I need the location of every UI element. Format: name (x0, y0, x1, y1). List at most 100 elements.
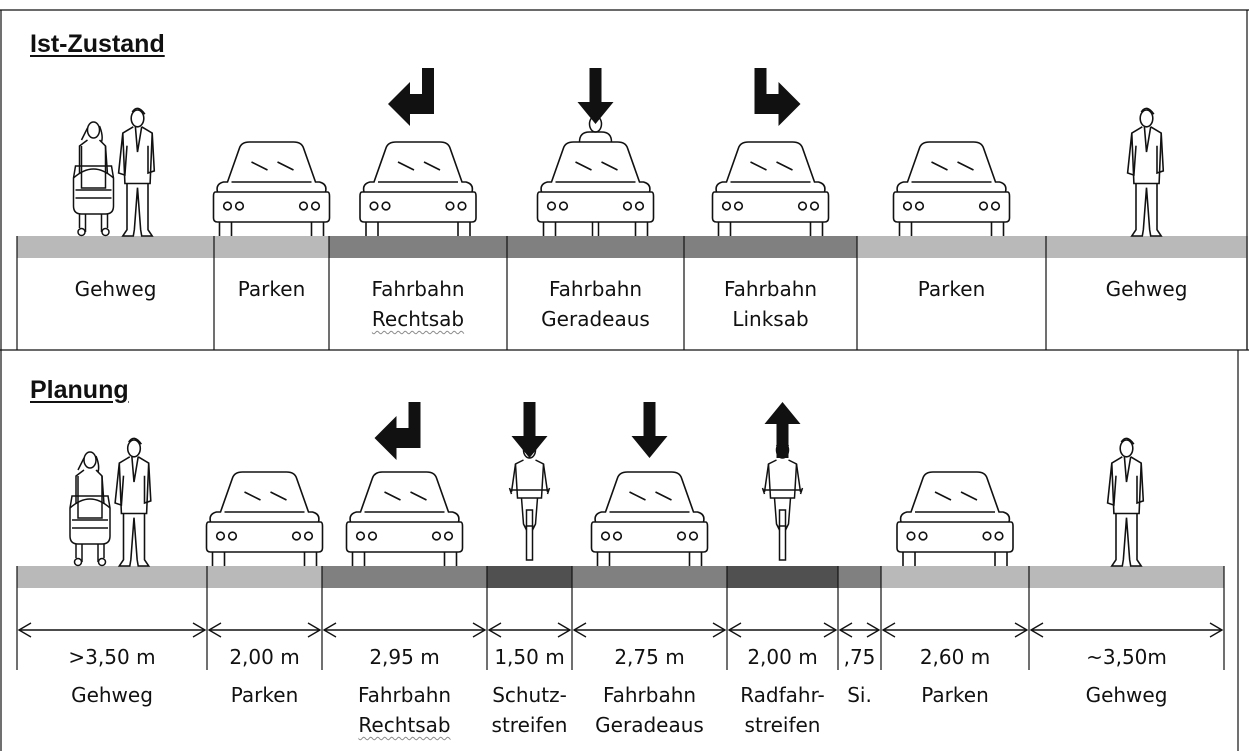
ist-title: Ist-Zustand (30, 30, 165, 58)
planung-figure-1-car (205, 471, 324, 566)
planung-dimension-value: 2,00 m (747, 645, 818, 669)
ist-segment-label-5: Parken (859, 274, 1044, 304)
ist-segment-label-line1: Parken (237, 277, 306, 301)
planung-surface-strip (487, 566, 572, 588)
planung-segment-label-5: Radfahr-streifen (728, 680, 837, 740)
ist-figure-2-car (359, 141, 477, 236)
ist-surface-strip (214, 236, 329, 258)
planung-segment-label-line1: Fahrbahn (357, 683, 452, 707)
planung-segment-label-6: Si. (839, 680, 880, 710)
planung-segment-label-3: Schutz-streifen (488, 680, 571, 740)
ist-segment-label-0: Gehweg (19, 274, 212, 304)
planung-arrow-straight-up-icon (764, 402, 801, 458)
ist-figure-3-cyclist (578, 115, 613, 236)
planung-surface-strip (881, 566, 1029, 588)
planung-segment-label-8: Gehweg (1030, 680, 1223, 710)
planung-segment-label-line1: Si. (847, 683, 872, 707)
ist-segment-label-line1: Fahrbahn (548, 277, 643, 301)
planung-dimension-value: 2,75 m (614, 645, 685, 669)
planung-dimension-arrow (322, 622, 487, 638)
planung-dimension-arrow (1029, 622, 1224, 638)
ist-segment-label-line2: Rechtsab (371, 307, 465, 331)
planung-dimension-arrow (207, 622, 322, 638)
ist-figure-1-car (212, 141, 331, 236)
ist-figure-6-pedestrian (1126, 107, 1165, 237)
planung-surface-strip (322, 566, 487, 588)
ist-surface-strip (17, 236, 214, 258)
ist-figure-0-pedestrian (117, 107, 156, 237)
ist-arrow-straight-down-icon (577, 68, 614, 124)
ist-arrow-right-turn-icon (388, 68, 434, 126)
ist-surface-strip (684, 236, 857, 258)
planung-title: Planung (30, 376, 129, 404)
ist-surface-strip (507, 236, 684, 258)
planung-figure-5-cyclist (761, 441, 804, 561)
planung-figure-2-car (345, 471, 464, 566)
planung-surface-strip (838, 566, 881, 588)
planung-segment-label-line1: Fahrbahn (602, 683, 697, 707)
ist-segment-label-line1: Gehweg (74, 277, 157, 301)
planung-dimension-arrow (881, 622, 1029, 638)
planung-surface-strip (572, 566, 727, 588)
planung-dimension-value: 2,60 m (919, 645, 991, 669)
ist-segment-label-1: Parken (216, 274, 327, 304)
planung-dimension-value: ~3,50m (1086, 645, 1167, 669)
planung-dimension-arrow (727, 622, 838, 638)
ist-segment-label-line2: Geradeaus (541, 307, 650, 331)
planung-segment-label-line2: Geradeaus (595, 713, 704, 737)
planung-figure-4-car (590, 471, 709, 566)
planung-segment-label-line1: Parken (921, 683, 989, 707)
planung-arrow-straight-down-icon (511, 402, 548, 458)
planung-segment-label-line1: Radfahr- (740, 683, 825, 707)
planung-dimension-arrow (838, 622, 881, 638)
planung-dimension-value: 2,00 m (229, 645, 300, 669)
ist-surface-strip (1046, 236, 1247, 258)
planung-segment-label-1: Parken (208, 680, 321, 710)
planung-dimension-value: ,75 (843, 645, 876, 669)
ist-segment-label-line2: Linksab (732, 307, 809, 331)
planung-figure-7-car (896, 471, 1014, 566)
planung-dimension-value: >3,50 m (68, 645, 156, 669)
planung-dimension-value: 2,95 m (369, 645, 440, 669)
planung-surface-strip (17, 566, 207, 588)
planung-surface-strip (1029, 566, 1224, 588)
ist-segment-label-line1: Parken (917, 277, 986, 301)
planung-dimension-arrow (487, 622, 572, 638)
planung-segment-label-line1: Gehweg (1085, 683, 1168, 707)
planung-segment-label-line1: Schutz- (492, 683, 567, 707)
ist-surface-strip (329, 236, 507, 258)
ist-segment-label-line1: Fahrbahn (723, 277, 818, 301)
planung-arrow-straight-down-icon (631, 402, 668, 458)
ist-figure-3-car (536, 141, 655, 236)
planung-figure-0-parent-stroller (69, 451, 111, 567)
planung-segment-label-0: Gehweg (18, 680, 206, 710)
planung-segment-label-7: Parken (882, 680, 1028, 710)
ist-surface-strip (857, 236, 1046, 258)
ist-segment-label-6: Gehweg (1048, 274, 1245, 304)
planung-figure-3-cyclist (508, 441, 551, 561)
planung-dimension-arrow (572, 622, 727, 638)
planung-figure-0-pedestrian (114, 437, 152, 567)
ist-figure-5-car (892, 141, 1011, 236)
planung-surface-strip (727, 566, 838, 588)
planung-segment-label-line2: streifen (744, 713, 821, 737)
planung-dimension-value: 1,50 m (494, 645, 565, 669)
planung-segment-label-line2: Rechtsab (358, 713, 451, 737)
ist-segment-label-line1: Fahrbahn (371, 277, 465, 301)
planung-dimension-arrow (17, 622, 207, 638)
ist-figure-4-car (711, 141, 830, 236)
ist-figure-0-parent-stroller (72, 121, 115, 237)
planung-segment-label-line2: streifen (491, 713, 568, 737)
planung-arrow-right-turn-icon (374, 402, 421, 460)
planung-segment-label-line1: Parken (230, 683, 299, 707)
ist-segment-label-line1: Gehweg (1105, 277, 1188, 301)
planung-segment-label-line1: Gehweg (71, 683, 153, 707)
planung-figure-8-pedestrian (1106, 437, 1145, 567)
